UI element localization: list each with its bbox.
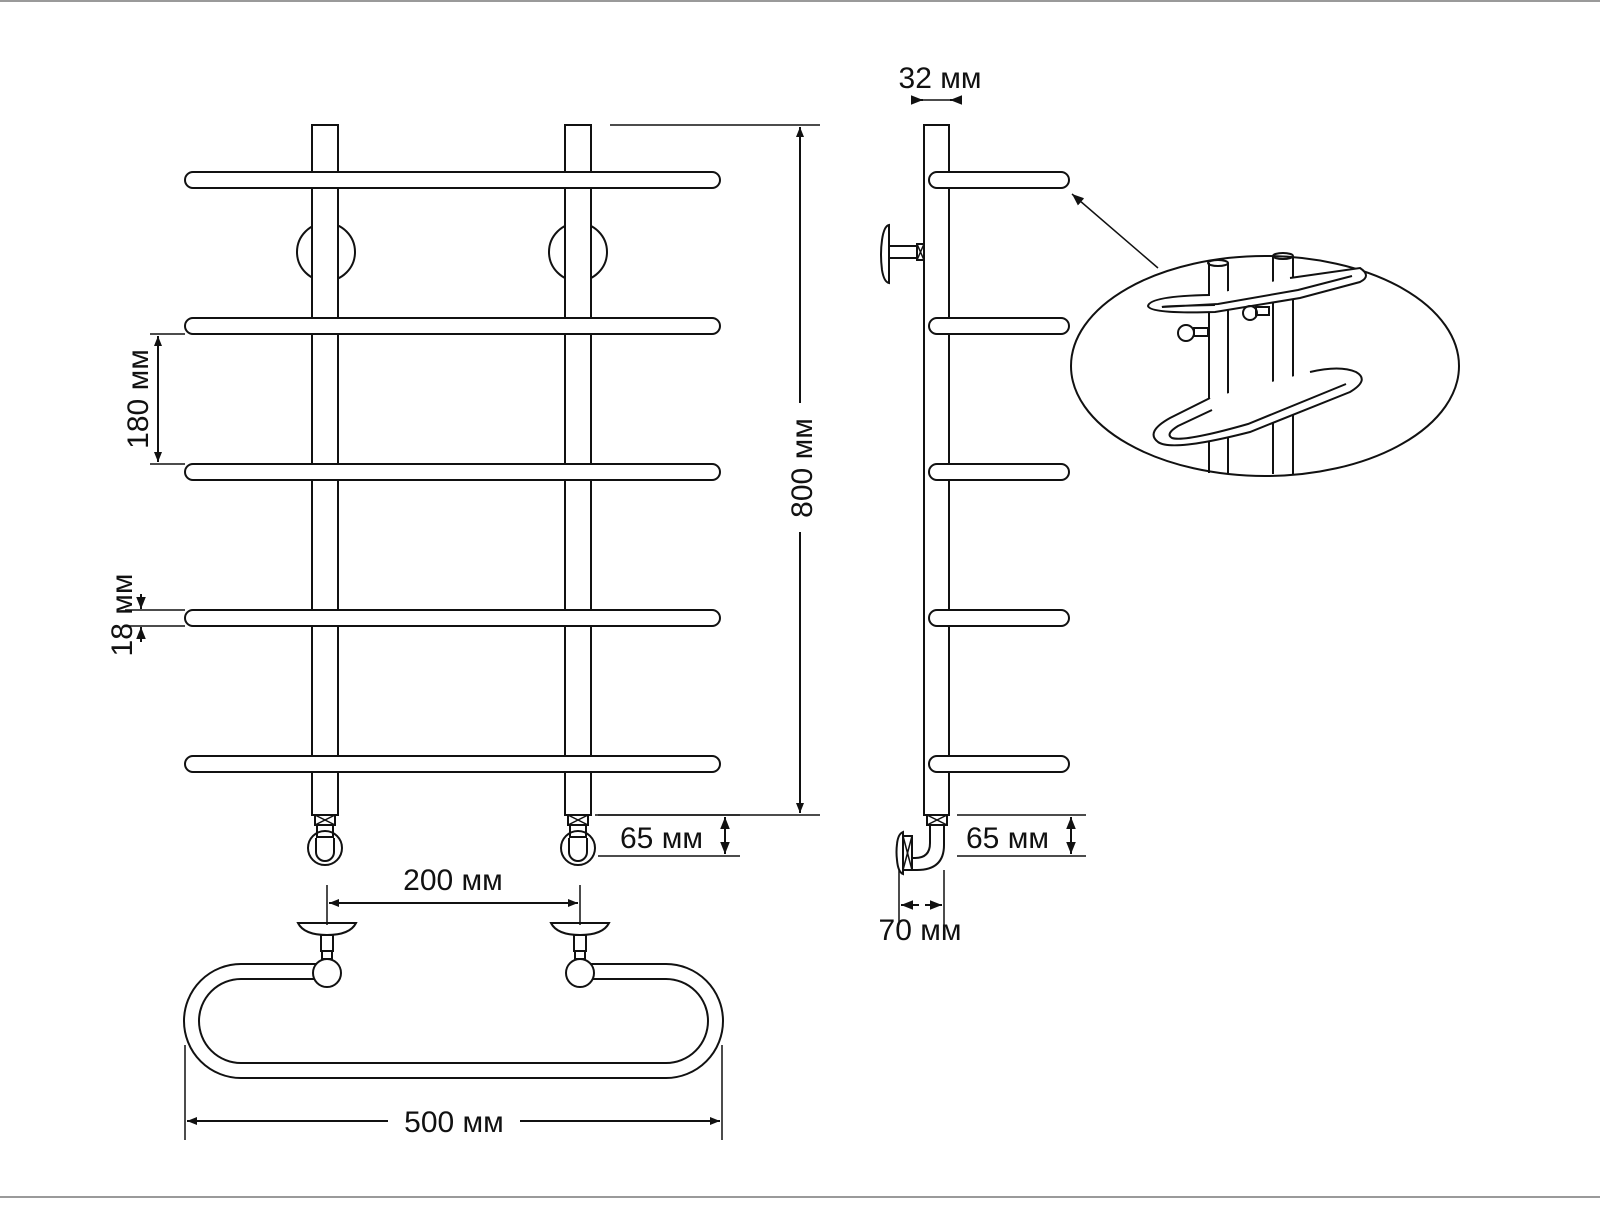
side-wall-bracket (880, 223, 925, 285)
top-mount-right (549, 922, 611, 988)
bottom-fitting-left (307, 814, 343, 866)
side-rung-3 (928, 463, 1070, 481)
detail-ellipse (1070, 255, 1460, 477)
dim-rung-diameter: 18 мм (106, 574, 139, 657)
dim-rung-spacing: 180 мм (122, 349, 155, 449)
dim-connection-side: 65 мм (966, 822, 1049, 855)
dim-wall-offset: 32 мм (899, 62, 982, 95)
rung-1 (184, 171, 721, 189)
front-view: 800 мм 180 мм 18 мм 65 мм (106, 124, 820, 866)
top-view: 200 мм 500 мм (183, 864, 724, 1140)
callout-leader-line (1071, 193, 1159, 269)
detail-callout (1070, 193, 1460, 477)
detail-top-loop (1146, 266, 1367, 314)
detail-bottom-loop (1152, 367, 1363, 447)
dim-center-distance: 200 мм (403, 864, 503, 897)
rung-4 (184, 609, 721, 627)
side-view: 32 мм 65 мм 70 мм (879, 62, 1086, 947)
rung-5 (184, 755, 721, 773)
side-rung-4 (928, 609, 1070, 627)
side-rung-1 (928, 171, 1070, 189)
side-bottom-fitting (895, 814, 948, 876)
dim-total-height: 800 мм (786, 418, 819, 518)
rung-3 (184, 463, 721, 481)
rung-2 (184, 317, 721, 335)
dim-side-depth: 70 мм (879, 914, 962, 947)
top-mount-left (296, 922, 358, 988)
bottom-fitting-right (560, 814, 596, 866)
dim-total-width: 500 мм (404, 1106, 504, 1139)
side-rung-2 (928, 317, 1070, 335)
dim-connection-front: 65 мм (620, 822, 703, 855)
side-rung-5 (928, 755, 1070, 773)
